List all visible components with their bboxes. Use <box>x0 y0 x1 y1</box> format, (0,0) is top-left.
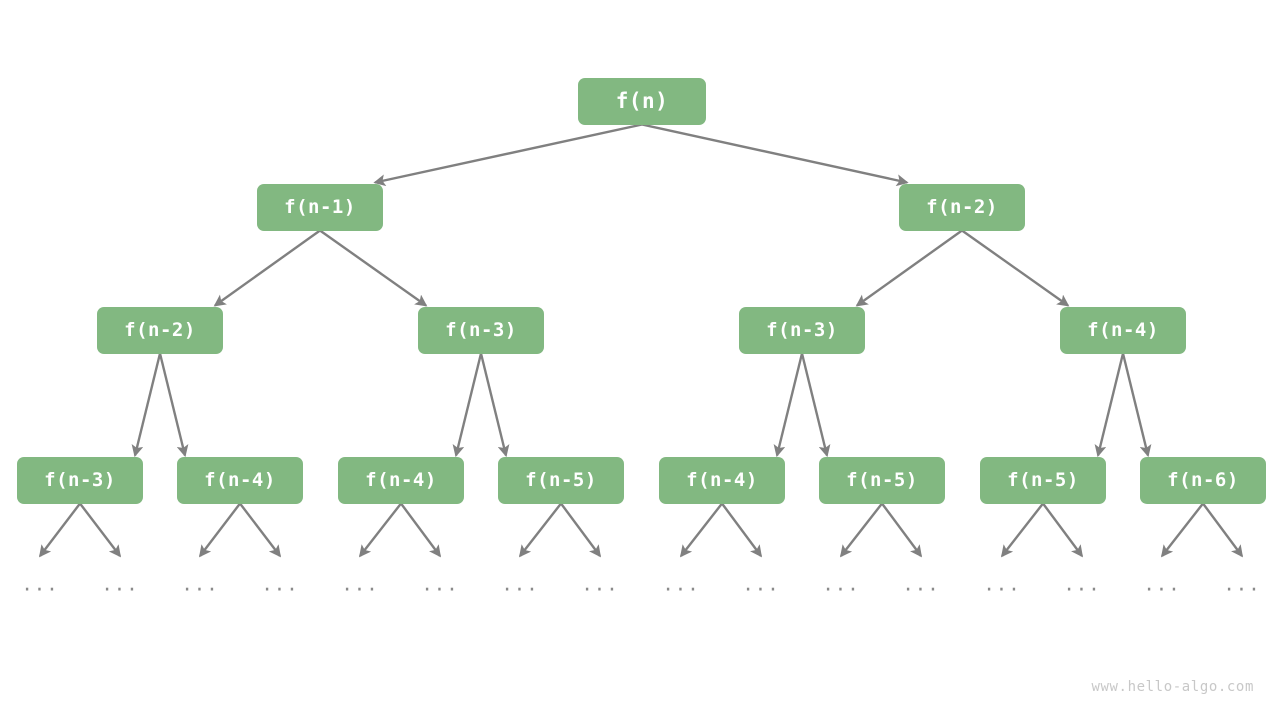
tree-node[interactable]: f(n-2) <box>899 183 1025 231</box>
tree-node-label: f(n-3) <box>445 319 517 341</box>
tree-node[interactable]: f(n-5) <box>498 456 624 504</box>
tree-edge <box>479 353 510 458</box>
tree-edge <box>373 123 643 187</box>
tree-edge <box>213 229 321 307</box>
tree-edge <box>158 353 189 458</box>
ellipsis-marker: ... <box>421 573 459 596</box>
tree-node-label: f(n-4) <box>686 469 758 491</box>
tree-edge <box>319 229 428 307</box>
tree-edge <box>1160 502 1204 558</box>
ellipsis-marker: ... <box>181 573 219 596</box>
tree-edge <box>679 502 723 558</box>
tree-edge <box>1094 353 1125 458</box>
ellipsis-marker: ... <box>902 573 940 596</box>
tree-edge <box>800 353 831 458</box>
tree-node[interactable]: f(n-4) <box>338 456 464 504</box>
tree-node[interactable]: f(n) <box>578 77 706 125</box>
tree-edge <box>773 353 804 458</box>
tree-edge <box>400 502 442 558</box>
ellipsis-marker: ... <box>1143 573 1181 596</box>
tree-node-label: f(n-4) <box>204 469 276 491</box>
tree-node-label: f(n-4) <box>1087 319 1159 341</box>
tree-node-label: f(n-2) <box>926 196 998 218</box>
tree-node-label: f(n-6) <box>1167 469 1239 491</box>
tree-node-label: f(n-2) <box>124 319 196 341</box>
tree-node[interactable]: f(n-5) <box>980 456 1106 504</box>
tree-node[interactable]: f(n-3) <box>418 306 544 354</box>
tree-edge <box>641 123 909 187</box>
tree-node-label: f(n-3) <box>44 469 116 491</box>
tree-edge <box>79 502 122 558</box>
tree-edge <box>38 502 81 558</box>
ellipsis-marker: ... <box>101 573 139 596</box>
tree-node[interactable]: f(n-3) <box>17 456 143 504</box>
tree-node-label: f(n-5) <box>1007 469 1079 491</box>
tree-node-label: f(n-5) <box>525 469 597 491</box>
watermark: www.hello-algo.com <box>1091 679 1254 695</box>
ellipsis-marker: ... <box>261 573 299 596</box>
tree-node-label: f(n-5) <box>846 469 918 491</box>
ellipsis-marker: ... <box>822 573 860 596</box>
ellipsis-marker: ... <box>662 573 700 596</box>
tree-node-label: f(n-4) <box>365 469 437 491</box>
tree-edge <box>961 229 1070 307</box>
ellipsis-marker: ... <box>581 573 619 596</box>
tree-node-label: f(n-3) <box>766 319 838 341</box>
ellipsis-marker: ... <box>742 573 780 596</box>
tree-edge <box>1000 502 1044 558</box>
tree-edge <box>198 502 241 558</box>
tree-node[interactable]: f(n-3) <box>739 306 865 354</box>
ellipsis-marker: ... <box>1223 573 1261 596</box>
tree-node[interactable]: f(n-4) <box>1060 306 1186 354</box>
tree-edge <box>881 502 923 558</box>
ellipsis-marker: ... <box>501 573 539 596</box>
tree-edge <box>239 502 282 558</box>
ellipsis-marker: ... <box>983 573 1021 596</box>
tree-edge <box>839 502 883 558</box>
tree-node[interactable]: f(n-1) <box>257 183 383 231</box>
tree-edge <box>560 502 602 558</box>
ellipsis-marker: ... <box>21 573 59 596</box>
tree-node[interactable]: f(n-4) <box>177 456 303 504</box>
ellipsis-marker: ... <box>1063 573 1101 596</box>
tree-edge <box>1202 502 1244 558</box>
tree-edge <box>358 502 402 558</box>
tree-edge <box>1042 502 1084 558</box>
tree-edge <box>452 353 483 458</box>
tree-node-label: f(n-1) <box>284 196 356 218</box>
tree-edge <box>518 502 562 558</box>
tree-edge <box>721 502 763 558</box>
ellipsis-marker: ... <box>341 573 379 596</box>
tree-node[interactable]: f(n-2) <box>97 306 223 354</box>
tree-node[interactable]: f(n-6) <box>1140 456 1266 504</box>
tree-edge <box>131 353 162 458</box>
tree-edge <box>1121 353 1152 458</box>
tree-edge <box>855 229 963 307</box>
tree-node[interactable]: f(n-4) <box>659 456 785 504</box>
tree-node[interactable]: f(n-5) <box>819 456 945 504</box>
tree-node-label: f(n) <box>615 89 669 113</box>
